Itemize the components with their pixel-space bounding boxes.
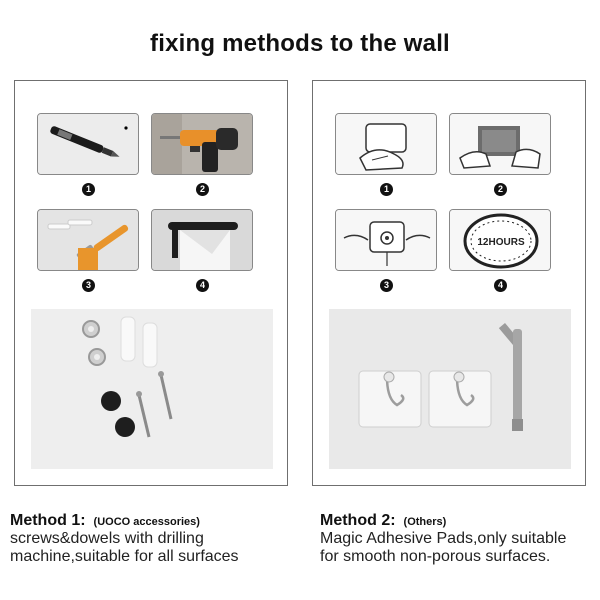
method2-subheading: (Others)	[403, 516, 447, 528]
step3-hammer-tile	[37, 209, 139, 271]
method2-heading: Method 2:	[320, 512, 396, 529]
marker-pen-icon	[38, 114, 138, 174]
step-number: 1	[82, 183, 95, 196]
press-pad-icon	[450, 114, 550, 174]
apply-pad-icon	[336, 210, 436, 270]
step-number: 2	[196, 183, 209, 196]
step3-apply-tile	[335, 209, 437, 271]
step4-wait-tile: 12HOURS	[449, 209, 551, 271]
step2-press-tile	[449, 113, 551, 175]
step4-mounted-tile	[151, 209, 253, 271]
wipe-surface-icon	[336, 114, 436, 174]
method1-subheading: (UOCO accessories)	[93, 516, 200, 528]
step-number: 2	[494, 183, 507, 196]
step2-drill-tile	[151, 113, 253, 175]
method2-caption: Method 2: (Others) Magic Adhesive Pads,on…	[320, 512, 566, 566]
screws-dowels-photo	[31, 309, 273, 469]
method2-panel: 1 2 3 12HOURS 4	[312, 80, 586, 486]
step-number: 1	[380, 183, 393, 196]
adhesive-pads-photo	[329, 309, 571, 469]
step-number: 4	[494, 279, 507, 292]
step-number: 4	[196, 279, 209, 292]
clock-label: 12HOURS	[477, 237, 525, 248]
step-number: 3	[380, 279, 393, 292]
step-number: 3	[82, 279, 95, 292]
hammer-icon	[38, 210, 138, 270]
method1-heading: Method 1:	[10, 512, 86, 529]
method1-caption: Method 1: (UOCO accessories) screws&dowel…	[10, 512, 239, 566]
method2-description-line1: Magic Adhesive Pads,only suitable	[320, 530, 567, 547]
adhesive-pads-icon	[358, 323, 523, 431]
page-title: fixing methods to the wall	[150, 30, 450, 57]
method2-description-line2: for smooth non-porous surfaces.	[320, 548, 551, 565]
step1-wipe-tile	[335, 113, 437, 175]
screws-dowels-icon	[82, 316, 173, 438]
method1-description-line2: machine,suitable for all surfaces	[10, 548, 239, 565]
mounted-holder-icon	[152, 210, 252, 270]
clock-icon: 12HOURS	[450, 210, 550, 270]
method1-panel: 1 2 3	[14, 80, 288, 486]
method1-description-line1: screws&dowels with drilling	[10, 530, 204, 547]
drill-icon	[152, 114, 252, 174]
step1-marker-tile	[37, 113, 139, 175]
